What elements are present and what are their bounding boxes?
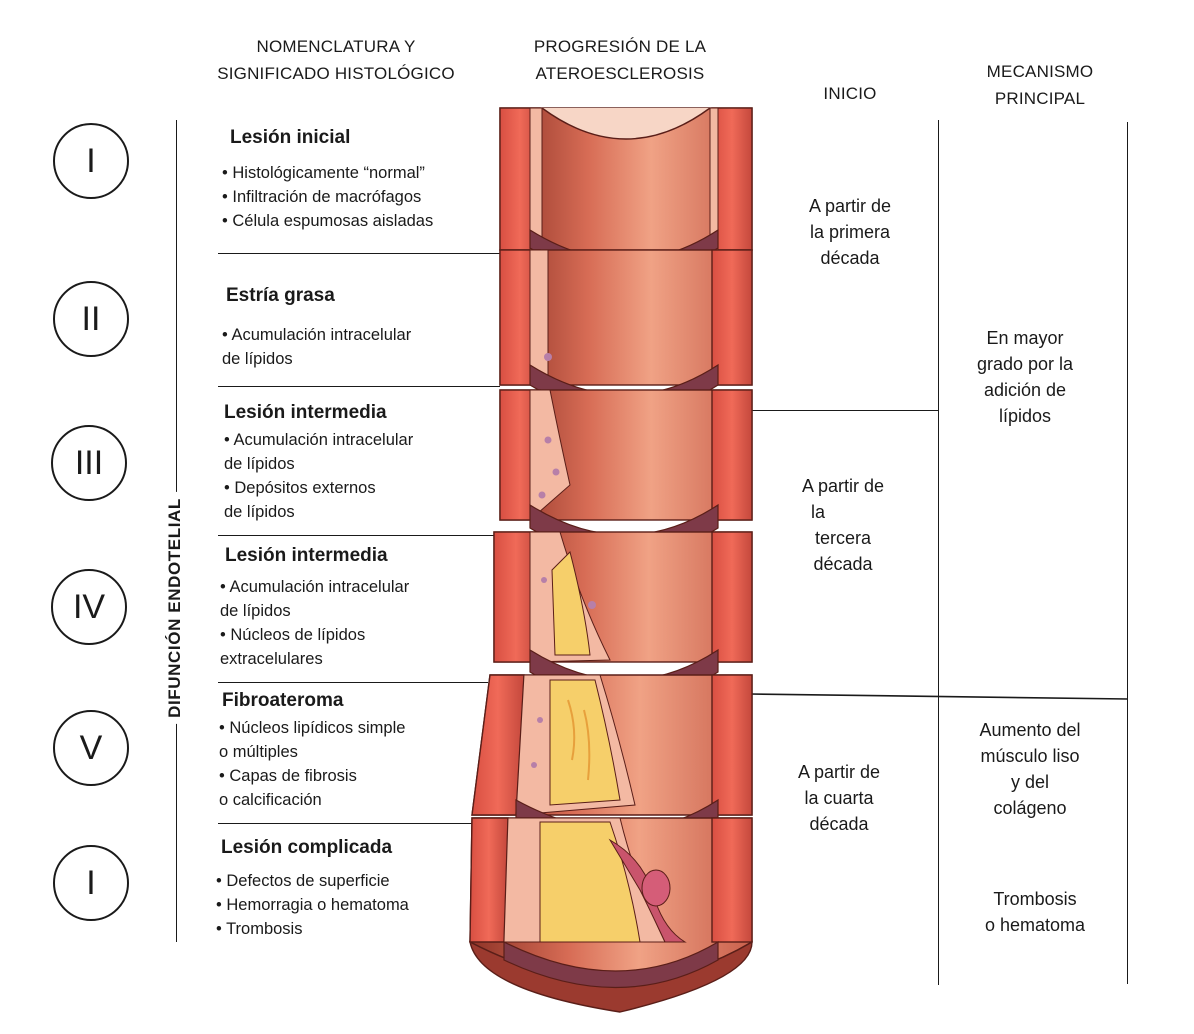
bullet-item: • Capas de fibrosis bbox=[219, 767, 357, 785]
bullet-item: • Infiltración de macrófagos bbox=[222, 188, 422, 206]
row-divider bbox=[218, 682, 488, 683]
header-progression-line2: ATEROESCLEROSIS bbox=[535, 64, 705, 83]
artery-segment-2 bbox=[499, 249, 753, 416]
header-mechanism-line2: PRINCIPAL bbox=[994, 89, 1086, 108]
column-divider-onset bbox=[938, 120, 939, 985]
bullet-item: de lípidos bbox=[224, 503, 295, 521]
header-nomenclature-line1: NOMENCLATURA Y bbox=[256, 37, 416, 56]
bullet-item: • Hemorragia o hematoma bbox=[216, 896, 409, 914]
bullet-item: extracelulares bbox=[220, 650, 323, 668]
onset-line: A partir de bbox=[801, 476, 885, 496]
row-divider bbox=[218, 253, 500, 254]
bullet-item: • Núcleos de lípidos bbox=[220, 626, 366, 644]
header-nomenclature-line2: SIGNIFICADO HISTOLÓGICO bbox=[217, 64, 455, 83]
artery-illustration bbox=[469, 107, 753, 1013]
bullet-item: • Acumulación intracelular bbox=[222, 326, 412, 344]
mechanism-text-3: Trombosis o hematoma bbox=[955, 886, 1115, 938]
mechanism-text-1: En mayor grado por la adición de lípidos bbox=[950, 325, 1100, 429]
side-label: DIFUNCIÓN ENDOTELIAL bbox=[165, 492, 185, 724]
stage-bullets: • Acumulación intracelular de lípidos bbox=[222, 323, 411, 371]
stage-bullets: • Acumulación intracelular de lípidos • … bbox=[224, 428, 413, 524]
bullet-item: o calcificación bbox=[219, 791, 322, 809]
onset-line: la bbox=[810, 502, 825, 522]
onset-line: década bbox=[809, 814, 869, 834]
stage-block-4: Lesión intermedia • Acumulación intracel… bbox=[220, 545, 409, 671]
mechanism-text-2: Aumento del músculo liso y del colágeno bbox=[950, 717, 1110, 821]
stage-title: Lesión complicada bbox=[221, 837, 393, 858]
stage-circle-3: III bbox=[51, 425, 127, 501]
row-divider bbox=[218, 386, 500, 387]
header-onset: INICIO bbox=[823, 84, 877, 103]
mechanism-line: adición de bbox=[983, 380, 1067, 400]
onset-divider-2 bbox=[750, 693, 1129, 700]
mechanism-line: o hematoma bbox=[984, 915, 1086, 935]
stage-title: Estría grasa bbox=[226, 285, 335, 306]
onset-line: la cuarta bbox=[804, 788, 874, 808]
mechanism-line: En mayor bbox=[986, 328, 1064, 348]
bullet-item: • Núcleos lipídicos simple bbox=[219, 719, 406, 737]
bullet-item: o múltiples bbox=[219, 743, 298, 761]
bullet-item: • Célula espumosas aisladas bbox=[222, 212, 434, 230]
row-divider bbox=[218, 535, 500, 536]
bullet-item: • Histológicamente “normal” bbox=[222, 164, 425, 182]
artery-segment-4 bbox=[493, 531, 753, 703]
stage-block-1: Lesión inicial • Histológicamente “norma… bbox=[222, 127, 433, 233]
stage-circle-4: IV bbox=[51, 569, 127, 645]
stage-bullets: • Defectos de superficie • Hemorragia o … bbox=[216, 869, 409, 941]
bullet-item: • Depósitos externos bbox=[224, 479, 376, 497]
bullet-item: • Trombosis bbox=[216, 920, 303, 938]
onset-text-3: A partir de la cuarta década bbox=[764, 759, 914, 837]
stage-circle-6: I bbox=[53, 845, 129, 921]
stage-block-3: Lesión intermedia • Acumulación intracel… bbox=[224, 402, 413, 524]
stage-bullets: • Histológicamente “normal” • Infiltraci… bbox=[222, 161, 433, 233]
artery-segment-3 bbox=[499, 389, 753, 559]
stage-block-2: Estría grasa • Acumulación intracelular … bbox=[222, 285, 411, 371]
onset-text-2: A partir de la tercera década bbox=[768, 473, 918, 577]
bullet-item: de lípidos bbox=[220, 602, 291, 620]
onset-line: A partir de bbox=[808, 196, 892, 216]
onset-line: A partir de bbox=[797, 762, 881, 782]
onset-line: la primera bbox=[809, 222, 891, 242]
bullet-item: • Defectos de superficie bbox=[216, 872, 390, 890]
mechanism-line: músculo liso bbox=[980, 746, 1080, 766]
stage-circle-5: V bbox=[53, 710, 129, 786]
onset-line: tercera bbox=[814, 528, 872, 548]
mechanism-line: grado por la bbox=[976, 354, 1074, 374]
header-mechanism: MECANISMO PRINCIPAL bbox=[960, 58, 1120, 112]
stage-block-6: Lesión complicada • Defectos de superfic… bbox=[216, 837, 409, 941]
mechanism-line: lípidos bbox=[998, 406, 1052, 426]
header-mechanism-line1: MECANISMO bbox=[986, 62, 1094, 81]
column-divider-mechanism bbox=[1127, 122, 1128, 984]
onset-line: década bbox=[813, 554, 873, 574]
stage-title: Lesión intermedia bbox=[224, 402, 387, 423]
artery-segment-6 bbox=[469, 817, 753, 1013]
mechanism-line: Trombosis bbox=[993, 889, 1077, 909]
stage-bullets: • Núcleos lipídicos simple o múltiples •… bbox=[219, 716, 405, 812]
onset-line: década bbox=[820, 248, 880, 268]
artery-segment-1 bbox=[499, 107, 753, 278]
stage-circle-2: II bbox=[53, 281, 129, 357]
stage-title: Lesión intermedia bbox=[225, 545, 388, 566]
bullet-item: de lípidos bbox=[224, 455, 295, 473]
header-progression-line1: PROGRESIÓN DE LA bbox=[533, 37, 707, 56]
mechanism-line: colágeno bbox=[993, 798, 1067, 818]
bullet-item: • Acumulación intracelular bbox=[224, 431, 414, 449]
header-progression: PROGRESIÓN DE LA ATEROESCLEROSIS bbox=[510, 33, 730, 87]
stage-title: Lesión inicial bbox=[230, 127, 351, 148]
header-nomenclature: NOMENCLATURA Y SIGNIFICADO HISTOLÓGICO bbox=[200, 33, 472, 87]
bullet-item: • Acumulación intracelular bbox=[220, 578, 410, 596]
row-divider bbox=[218, 823, 474, 824]
onset-divider-1 bbox=[752, 410, 939, 411]
bullet-item: de lípidos bbox=[222, 350, 293, 368]
stage-bullets: • Acumulación intracelular de lípidos • … bbox=[220, 575, 409, 671]
stage-title: Fibroateroma bbox=[222, 690, 344, 711]
stage-circle-1: I bbox=[53, 123, 129, 199]
stage-block-5: Fibroateroma • Núcleos lipídicos simple … bbox=[219, 690, 405, 812]
mechanism-line: Aumento del bbox=[979, 720, 1081, 740]
onset-text-1: A partir de la primera década bbox=[775, 193, 925, 271]
mechanism-line: y del bbox=[1010, 772, 1050, 792]
